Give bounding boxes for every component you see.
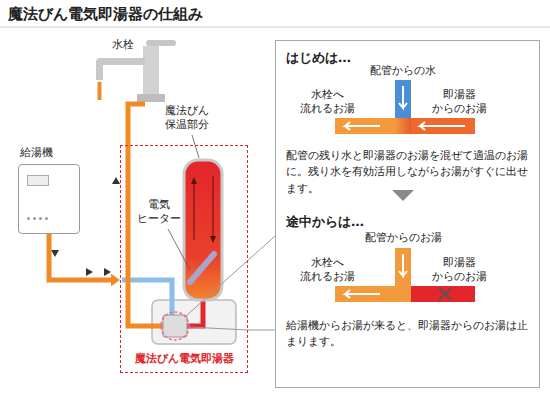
connector-line [248,330,275,331]
connector [49,234,120,286]
heater-dot [27,217,30,220]
pipe-arrow [399,254,407,276]
part-label: 配管からの水 [370,64,436,78]
unit-pipe-right [411,286,475,302]
title-rule [0,27,550,28]
outlet-pipe-left [335,286,411,302]
pipe-arrow [345,122,380,130]
tank-flow-line [194,180,195,240]
leader-line [192,135,199,158]
part-label: 魔法びん 保温部分 [165,104,209,132]
panel-body: 給湯機からお湯が来ると、即湯器からのお湯は止まります。 [286,317,534,350]
valve-highlight [161,312,189,340]
connector-line [49,234,112,280]
outlet-pipe-left [335,118,397,134]
stop-mark [439,288,451,300]
mixing-valve [163,315,187,337]
heater-display [27,175,49,186]
supply-pipe-hot [395,248,411,288]
flow-arrow [104,268,111,276]
pipe-arrow [345,290,380,298]
tank-pipe [185,300,203,326]
faucet-base [137,94,165,102]
tank-flow-arrow [191,177,197,184]
part-label: 水栓 [112,38,134,52]
faucet-body [143,46,159,96]
unit-outline: 魔法びん電気即湯器 [120,145,248,373]
water-heater: 給湯機 [18,145,80,234]
faucet-spout [96,58,145,80]
part-label: 配管からのお湯 [365,231,442,245]
step-arrow [392,190,414,201]
faucet-lever [146,40,176,46]
heater-rod [190,254,214,282]
leader-line [168,229,190,270]
stop-mark [439,288,451,300]
flow-arrow [112,177,120,184]
mix-pipe [395,118,411,134]
tank-flow-arrow [210,236,216,243]
part-label: 電気 ヒーター [137,198,181,226]
connector [248,330,275,331]
flow-arrow [51,250,59,257]
flow-arrow [86,268,93,276]
unit-label: 魔法びん電気即湯器 [121,351,247,366]
panel-heading: はじめは… [286,49,351,67]
panel-body: 配管の残り水と即湯器のお湯を混ぜて適温のお湯に。残り水を有効活用しながらお湯がす… [286,147,534,196]
part-label: 水栓へ 流れるお湯 [300,256,355,284]
hot-stream [98,82,102,100]
pipe-arrow [399,86,407,108]
callout-line [186,236,275,316]
heater-label: 給湯機 [20,145,80,160]
supply-pipe-cold [395,80,411,120]
thermos-tank [184,160,222,300]
junction-housing [152,300,236,344]
pipe-arrow [420,122,465,130]
arrowhead [111,274,120,287]
heater-dot [39,217,42,220]
part-label: 水栓へ 流れるお湯 [300,88,355,116]
panel-heading: 途中からは… [286,213,364,231]
part-label: 即湯器 からのお湯 [432,256,487,284]
part-label: 即湯器 からのお湯 [432,88,487,116]
heater-dot [45,217,48,220]
callout-line [189,327,248,330]
unit-pipe-right [411,118,475,134]
tank-flow-line [213,176,214,240]
heater-body [18,164,80,234]
heater-dot [33,217,36,220]
title: 魔法びん電気即湯器の仕組み [8,5,203,24]
